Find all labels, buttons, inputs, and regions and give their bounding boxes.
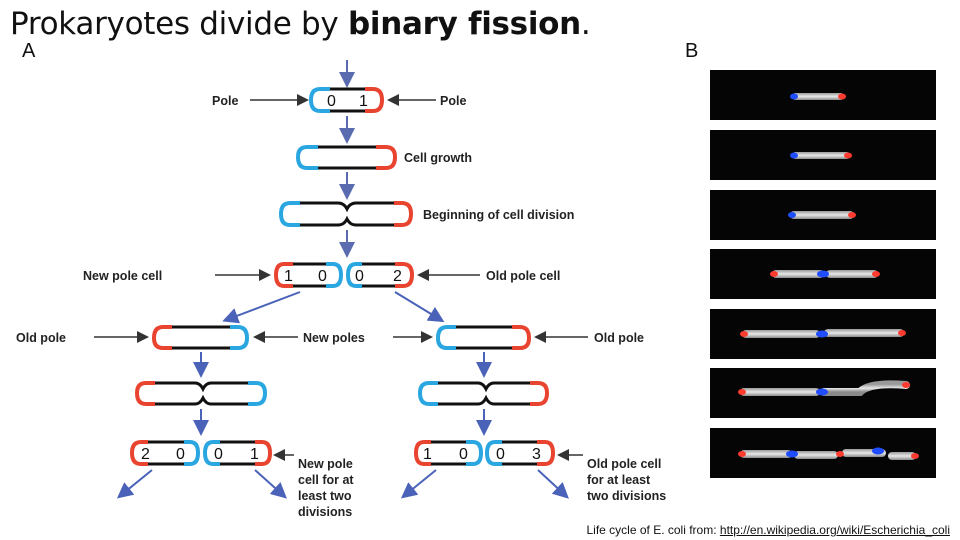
cell0-right-number: 1 xyxy=(359,93,368,110)
cell-left-dividing xyxy=(134,381,268,406)
cell-final-2: 0 1 xyxy=(202,440,273,466)
label-new-pole-two-line1: New pole xyxy=(298,457,353,471)
gen3-cell1-number-b: 0 xyxy=(176,446,185,463)
gen3-cell1-number-a: 2 xyxy=(141,446,150,463)
panel-b-label: B xyxy=(685,40,699,62)
figure-caption: Life cycle of E. coli from: http://en.wi… xyxy=(587,523,951,537)
cell-left-branch xyxy=(151,325,250,350)
gen2-right-number-a: 0 xyxy=(355,268,364,285)
branch-arrow-right xyxy=(394,291,445,323)
slide-title: Prokaryotes divide by binary fission. xyxy=(10,6,591,42)
cell-final-1: 2 0 xyxy=(129,440,201,466)
label-old-pole-two-line2: for at least xyxy=(587,473,651,487)
microscopy-strips xyxy=(710,70,936,478)
gen3-cell3-number-a: 1 xyxy=(423,446,432,463)
cell-right-dividing xyxy=(417,381,550,406)
gen3-cell4-number-b: 3 xyxy=(532,446,541,463)
title-bold: binary fission xyxy=(348,6,581,42)
cell0-left-number: 0 xyxy=(327,93,336,110)
label-pole-left: Pole xyxy=(212,94,238,108)
label-pole-right: Pole xyxy=(440,94,466,108)
label-old-pole-right: Old pole xyxy=(594,331,644,345)
microscopy-frame-4 xyxy=(710,249,936,299)
cell-final-3: 1 0 xyxy=(413,440,484,466)
cell-division-start-shape xyxy=(278,201,414,227)
label-new-pole-two-line4: divisions xyxy=(298,505,352,519)
label-old-pole-two-line1: Old pole cell xyxy=(587,457,661,471)
cell-right-branch xyxy=(435,325,532,350)
label-new-pole-two-divisions: New pole cell for at least two divisions xyxy=(298,457,357,519)
microscopy-frame-1 xyxy=(710,70,936,120)
gen3-cell2-number-b: 1 xyxy=(250,446,259,463)
caption-text: Life cycle of E. coli from: xyxy=(586,523,720,537)
caption-link[interactable]: http://en.wikipedia.org/wiki/Escherichia… xyxy=(719,523,950,537)
gen2-left-number-a: 1 xyxy=(284,268,293,285)
label-cell-growth: Cell growth xyxy=(404,151,472,165)
label-new-poles: New poles xyxy=(303,331,365,345)
label-old-pole-two-divisions: Old pole cell for at least two divisions xyxy=(587,457,666,503)
cell-final-4: 0 3 xyxy=(484,440,556,466)
label-old-pole-two-line3: two divisions xyxy=(587,489,666,503)
cell-old-pole: 0 2 xyxy=(345,262,415,288)
label-new-pole-two-line2: cell for at xyxy=(298,473,354,487)
binary-fission-diagram: 0 1 Pole Pole Cell growth Beginning of c… xyxy=(16,60,666,519)
cell-growth-shape xyxy=(295,145,398,170)
gen2-right-number-b: 2 xyxy=(393,268,402,285)
final-arrow-4 xyxy=(537,469,569,499)
gen3-cell3-number-b: 0 xyxy=(459,446,468,463)
cell-initial: 0 1 xyxy=(308,87,385,113)
cell-new-pole: 1 0 xyxy=(273,262,344,288)
branch-arrow-left xyxy=(222,291,301,324)
label-beginning-division: Beginning of cell division xyxy=(423,208,574,222)
title-suffix: . xyxy=(580,6,591,42)
label-old-pole-cell: Old pole cell xyxy=(486,269,560,283)
microscopy-frame-5 xyxy=(710,309,936,359)
microscopy-frame-3 xyxy=(710,190,936,240)
microscopy-frame-6 xyxy=(710,368,936,418)
final-arrow-3 xyxy=(400,469,437,499)
microscopy-frame-2 xyxy=(710,130,936,180)
label-old-pole-left: Old pole xyxy=(16,331,66,345)
label-new-pole-two-line3: least two xyxy=(298,489,352,503)
gen3-cell2-number-a: 0 xyxy=(214,446,223,463)
final-arrow-2 xyxy=(254,469,287,499)
gen2-left-number-b: 0 xyxy=(318,268,327,285)
final-arrow-1 xyxy=(116,469,153,499)
panel-a-label: A xyxy=(22,40,36,62)
microscopy-frame-7 xyxy=(710,428,936,478)
gen3-cell4-number-a: 0 xyxy=(496,446,505,463)
title-prefix: Prokaryotes divide by xyxy=(10,6,349,42)
label-new-pole-cell: New pole cell xyxy=(83,269,162,283)
